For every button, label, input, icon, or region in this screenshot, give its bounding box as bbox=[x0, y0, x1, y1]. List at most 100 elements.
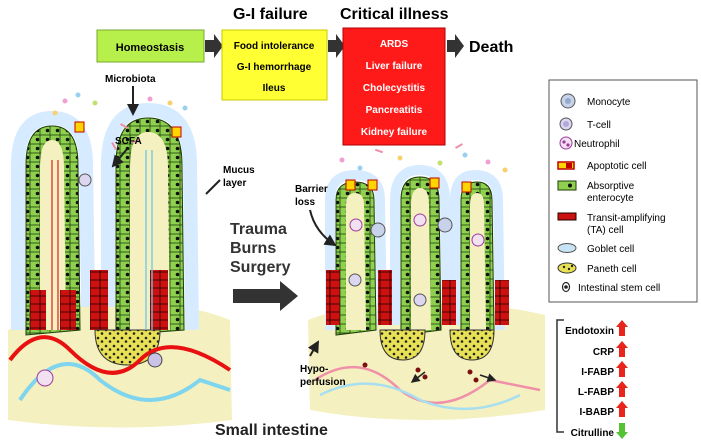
paneth-cell-icon bbox=[557, 262, 577, 274]
goblet-cell-icon bbox=[557, 243, 577, 253]
injured-mucus-layer bbox=[325, 164, 505, 331]
barrier-loss-arrow bbox=[309, 209, 337, 247]
absorptive-enterocyte-icon bbox=[557, 180, 577, 191]
injured-crypt-ta-1 bbox=[326, 270, 340, 325]
stem-cell-icon bbox=[561, 281, 571, 293]
flow-arrow-3 bbox=[447, 34, 464, 58]
biomarker-panel: Endotoxin CRP I-FABP L-FABP I-BABP Citru… bbox=[556, 319, 628, 439]
healthy-neutrophil-1 bbox=[36, 369, 54, 387]
neutrophil-icon bbox=[559, 136, 573, 150]
hypoperfusion-label-1: Hypo- bbox=[300, 364, 328, 375]
biomarker-endotoxin: Endotoxin bbox=[565, 326, 614, 337]
death-label: Death bbox=[469, 39, 513, 56]
mucus-pointer bbox=[205, 179, 221, 195]
microbiota-label: Microbiota bbox=[105, 74, 156, 85]
small-intestine-label: Small intestine bbox=[215, 422, 328, 439]
biomarker-l-fabp: L-FABP bbox=[578, 387, 614, 398]
injured-monocyte-1 bbox=[370, 222, 386, 238]
biomarker-i-fabp: I-FABP bbox=[581, 367, 614, 378]
injured-tcell-1 bbox=[348, 273, 362, 287]
healthy-apoptotic-2 bbox=[171, 126, 182, 138]
injured-neutrophil-3 bbox=[471, 233, 485, 247]
healthy-mucus-layer bbox=[11, 102, 199, 331]
scfa-arrow bbox=[111, 148, 128, 168]
gi-line-3: Ileus bbox=[263, 83, 286, 94]
legend-label-stem: Intestinal stem cell bbox=[578, 283, 660, 294]
healthy-tcell-2 bbox=[78, 173, 92, 187]
biomarker-bracket bbox=[556, 319, 564, 433]
healthy-villus-1-core bbox=[40, 140, 66, 330]
injured-crypt-ta-2 bbox=[378, 270, 392, 325]
healthy-vessel-blue bbox=[145, 150, 153, 330]
healthy-crypt-ta-3 bbox=[90, 270, 108, 330]
up-arrow-icon bbox=[616, 341, 628, 357]
injured-intestine bbox=[308, 164, 545, 420]
flow-arrow-2 bbox=[328, 34, 345, 58]
healthy-artery bbox=[8, 335, 232, 375]
healthy-apoptotic-1 bbox=[74, 121, 85, 133]
injured-apoptotic-3 bbox=[429, 177, 440, 189]
t-cell-icon bbox=[559, 117, 573, 131]
biomarker-citrulline: Citrulline bbox=[571, 428, 615, 439]
microbiota-left bbox=[52, 92, 188, 150]
legend-label-ta-1: Transit-amplifying bbox=[587, 213, 666, 224]
gi-failure-header: G-I failure bbox=[233, 6, 308, 23]
monocyte-icon bbox=[560, 93, 576, 109]
injured-apoptotic-2 bbox=[367, 179, 378, 191]
gi-line-1: Food intolerance bbox=[234, 41, 315, 52]
injured-crypt-ta-4 bbox=[495, 280, 509, 325]
gi-failure-box: Food intolerance G-I hemorrhage Ileus bbox=[221, 29, 328, 101]
flow-arrow-1 bbox=[205, 34, 223, 58]
injured-tcell-2 bbox=[413, 293, 427, 307]
biomarker-crp: CRP bbox=[593, 347, 614, 358]
healthy-vessel-red bbox=[51, 160, 59, 330]
legend-label-monocyte: Monocyte bbox=[587, 97, 631, 108]
healthy-intestine bbox=[8, 102, 232, 428]
legend-label-tcell: T-cell bbox=[587, 120, 611, 131]
legend-label-enterocyte-2: enterocyte bbox=[587, 193, 634, 204]
hypoperfusion-label-2: perfusion bbox=[300, 377, 346, 388]
legend-label-ta-2: (TA) cell bbox=[587, 225, 623, 236]
insult-line-1: Trauma bbox=[230, 221, 287, 238]
apoptotic-cell-icon bbox=[557, 161, 575, 170]
critical-line-1: ARDS bbox=[380, 39, 409, 50]
critical-illness-box: ARDS Liver failure Cholecystitis Pancrea… bbox=[342, 27, 446, 146]
critical-illness-header: Critical illness bbox=[340, 6, 449, 23]
injured-monocyte-2 bbox=[437, 217, 453, 233]
mucus-label-2: layer bbox=[223, 178, 246, 189]
scfa-label: SCFA bbox=[115, 136, 142, 147]
critical-line-4: Pancreatitis bbox=[366, 105, 423, 116]
hypoperfusion-arrow bbox=[307, 340, 319, 357]
legend: Monocyte T-cell Neutrophil Apoptotic cel… bbox=[548, 79, 698, 303]
legend-label-apoptotic: Apoptotic cell bbox=[587, 161, 646, 172]
legend-label-neutrophil: Neutrophil bbox=[574, 139, 620, 150]
healthy-crypt-ta-4 bbox=[150, 270, 168, 330]
injured-paneth-crypt-1 bbox=[379, 329, 426, 361]
legend-label-enterocyte-1: Absorptive bbox=[587, 181, 635, 192]
up-arrow-icon bbox=[616, 381, 628, 397]
homeostasis-box: Homeostasis bbox=[96, 29, 205, 63]
insult-line-3: Surgery bbox=[230, 259, 291, 276]
legend-label-paneth: Paneth cell bbox=[587, 264, 636, 275]
homeostasis-label: Homeostasis bbox=[116, 42, 184, 54]
insult-line-2: Burns bbox=[230, 240, 276, 257]
injured-neutrophil-1 bbox=[349, 218, 363, 232]
injured-paneth-crypt-2 bbox=[449, 329, 495, 361]
down-arrow-icon bbox=[616, 423, 628, 439]
critical-line-2: Liver failure bbox=[366, 61, 423, 72]
injured-crypt-ta-3 bbox=[442, 280, 456, 325]
legend-label-goblet: Goblet cell bbox=[587, 244, 634, 255]
injured-apoptotic-1 bbox=[345, 179, 356, 191]
healthy-crypt-ta-1 bbox=[30, 290, 46, 330]
barrier-loss-label-2: loss bbox=[295, 197, 315, 208]
critical-line-3: Cholecystitis bbox=[363, 83, 426, 94]
up-arrow-icon bbox=[616, 361, 628, 377]
injured-neutrophil-2 bbox=[413, 213, 427, 227]
gi-line-2: G-I hemorrhage bbox=[237, 62, 312, 73]
ta-cell-icon bbox=[557, 212, 577, 221]
barrier-loss-label-1: Barrier bbox=[295, 184, 328, 195]
injured-villus-2-core bbox=[411, 188, 431, 330]
injured-villus-1-core bbox=[346, 193, 366, 330]
